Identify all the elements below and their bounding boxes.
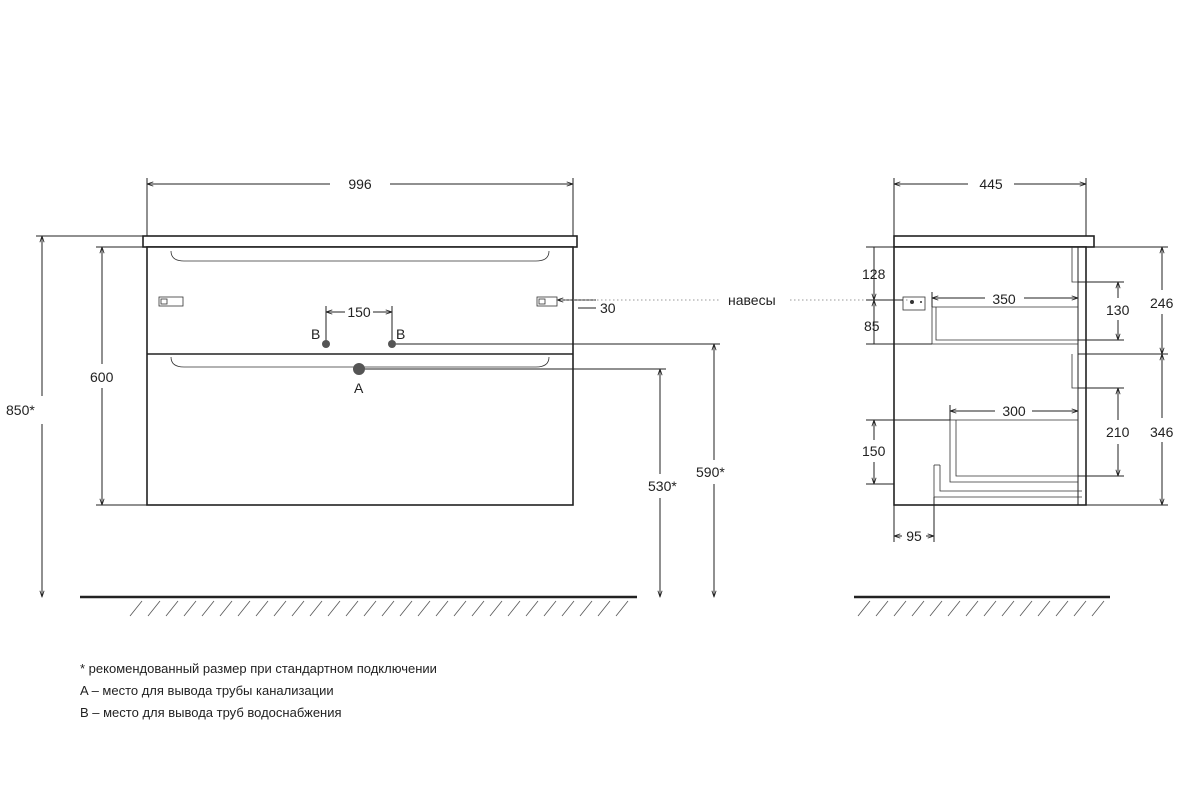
side-lower-section-label: 346 xyxy=(1150,424,1174,440)
hatch-mark xyxy=(947,600,961,617)
hatch-mark xyxy=(381,600,395,617)
hatch-mark xyxy=(1001,600,1015,617)
hatch-mark xyxy=(1019,600,1033,617)
front-cabinet-body xyxy=(146,246,574,506)
hatch-mark xyxy=(543,600,557,617)
front-left-hanger-icon xyxy=(158,296,184,307)
front-water-marker-right-label: B xyxy=(396,326,405,342)
hatch-mark xyxy=(525,600,539,617)
hatch-mark xyxy=(363,600,377,617)
side-bottom-offset-label: 95 xyxy=(906,528,922,544)
side-upper-drawer-depth-label: 350 xyxy=(992,291,1016,307)
front-water-pipe-right-marker xyxy=(388,340,396,348)
front-top-handle-groove xyxy=(170,250,550,262)
hatch-mark xyxy=(507,600,521,617)
drawing-notes: * рекомендованный размер при стандартном… xyxy=(80,658,437,724)
note-recommended-size: * рекомендованный размер при стандартном… xyxy=(80,661,437,676)
front-drain-height-label: 530* xyxy=(648,478,677,494)
hatch-mark xyxy=(911,600,925,617)
front-width-label: 996 xyxy=(348,176,372,192)
front-drain-pipe-marker xyxy=(353,363,365,375)
front-body-height-label: 600 xyxy=(90,369,114,385)
hatch-mark xyxy=(875,600,889,617)
side-floor-hatch xyxy=(857,600,1105,617)
note-water-pipes: B – место для вывода труб водоснабжения xyxy=(80,705,342,720)
front-floor-hatch xyxy=(129,600,629,617)
side-lower-offset-label: 150 xyxy=(862,443,886,459)
front-view: 996 850* 600 150 B B A 30 xyxy=(6,176,725,617)
hatch-mark xyxy=(183,600,197,617)
hatch-mark xyxy=(255,600,269,617)
front-water-height-label: 590* xyxy=(696,464,725,480)
hatch-mark xyxy=(1073,600,1087,617)
side-cabinet-body xyxy=(893,246,1087,506)
side-upper-section-label: 246 xyxy=(1150,295,1174,311)
hatch-mark xyxy=(1037,600,1051,617)
side-lower-drawer-inner-label: 210 xyxy=(1106,424,1130,440)
hatch-mark xyxy=(597,600,611,617)
hatch-mark xyxy=(345,600,359,617)
hatch-mark xyxy=(147,600,161,617)
side-upper-drawer-inner-label: 130 xyxy=(1106,302,1130,318)
side-top-handle-icon xyxy=(1071,247,1078,283)
side-hanger-icon xyxy=(902,296,926,311)
hatch-mark xyxy=(893,600,907,617)
side-bottom-handle-icon xyxy=(1071,354,1078,389)
front-countertop xyxy=(142,235,578,248)
hatch-mark xyxy=(165,600,179,617)
hatch-mark xyxy=(417,600,431,617)
hatch-mark xyxy=(965,600,979,617)
hatch-mark xyxy=(471,600,485,617)
hatch-mark xyxy=(273,600,287,617)
hatch-mark xyxy=(435,600,449,617)
side-view: 445 навесы 128 85 350 130 246 3 xyxy=(557,176,1174,617)
hatch-mark xyxy=(309,600,323,617)
hatch-mark xyxy=(983,600,997,617)
front-drain-marker-label: A xyxy=(354,380,364,396)
hatch-mark xyxy=(857,600,871,617)
side-depth-label: 445 xyxy=(979,176,1003,192)
side-lower-drawer-depth-label: 300 xyxy=(1002,403,1026,419)
front-hanger-offset-label: 30 xyxy=(600,300,616,316)
hatch-mark xyxy=(219,600,233,617)
hatch-mark xyxy=(201,600,215,617)
hatch-mark xyxy=(561,600,575,617)
hatch-mark xyxy=(1091,600,1105,617)
side-lower-drawer-box xyxy=(949,420,1078,483)
hatch-mark xyxy=(929,600,943,617)
side-hangers-label: навесы xyxy=(728,292,776,308)
hatch-mark xyxy=(327,600,341,617)
front-total-height-label: 850* xyxy=(6,402,35,418)
front-water-marker-left-label: B xyxy=(311,326,320,342)
hatch-mark xyxy=(237,600,251,617)
hatch-mark xyxy=(291,600,305,617)
hatch-mark xyxy=(1055,600,1069,617)
front-water-pipe-left-marker xyxy=(322,340,330,348)
hatch-mark xyxy=(489,600,503,617)
side-countertop xyxy=(893,235,1095,248)
hatch-mark xyxy=(399,600,413,617)
hatch-mark xyxy=(615,600,629,617)
note-drain-pipe: A – место для вывода трубы канализации xyxy=(80,683,334,698)
hatch-mark xyxy=(579,600,593,617)
side-top-gap-label: 128 xyxy=(862,266,886,282)
hatch-mark xyxy=(129,600,143,617)
side-hanger-below-label: 85 xyxy=(864,318,880,334)
front-pipe-spacing-label: 150 xyxy=(347,304,371,320)
hatch-mark xyxy=(453,600,467,617)
